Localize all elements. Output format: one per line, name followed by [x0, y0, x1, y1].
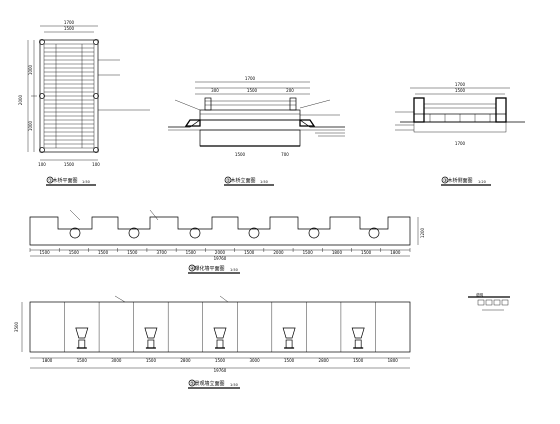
- wall-elev-dim-label: 3000: [249, 358, 260, 363]
- plan-caption: ①木桥平面图: [48, 177, 77, 184]
- elev-caption: ②木桥立面图: [226, 177, 255, 184]
- wall-elev-dim-label: 1500: [284, 358, 295, 363]
- bridge-plan-view: 1700 1500 2000 1000 1000 100 1500 100 ①木…: [18, 20, 150, 186]
- wall-plan-dim-label: 1500: [98, 250, 109, 255]
- elev-caption-scale: 1:50: [260, 180, 268, 184]
- elev-dim-bottom-1: 1500: [235, 152, 246, 157]
- urn-pedestal: [354, 339, 362, 349]
- wall-plan-dim-label: 1500: [244, 250, 255, 255]
- wall-elevation-dimensions: 1800 1500 3000 1500 2800 1500 3000 1500 2800 1500…: [42, 358, 398, 363]
- wall-plan-caption: ④曝化墙平面图: [190, 265, 224, 272]
- bridge-elevation-view: 1700 300 1500 200 1500 700 ②木桥立面图: [168, 76, 345, 186]
- legend-label: 说明: [476, 292, 484, 297]
- wall-elev-dim-label: 1800: [388, 358, 399, 363]
- wall-elev-height: 3500: [14, 321, 19, 332]
- wall-elev-total: 19760: [214, 368, 227, 373]
- bridge-side-view: 1700 1500 1700 ③木桥侧面图 1:20: [395, 82, 525, 186]
- urn-pedestal: [147, 339, 155, 349]
- wall-plan-side-dim: 1200: [420, 227, 425, 238]
- urn-pedestal: [78, 339, 86, 349]
- wall-plan-dim-label: 1500: [40, 250, 51, 255]
- elev-dim-top-2: 300: [211, 88, 219, 93]
- wall-elevation-view: 1800 1500 3000 1500 2800 1500 3000 1500 2800 1500…: [14, 295, 411, 389]
- urn-pedestal: [285, 339, 293, 349]
- planter-circle: [69, 227, 81, 239]
- wall-plan-dim-label: 1500: [127, 250, 138, 255]
- elev-dim-bottom-2: 700: [281, 152, 289, 157]
- side-caption-scale: 1:20: [478, 180, 486, 184]
- planter-circle: [308, 227, 320, 239]
- elev-dim-top-4: 200: [286, 88, 294, 93]
- wall-elev-dim-label: 1500: [353, 358, 364, 363]
- wall-plan-dimensions: 1500 1500 1500 1500 3700 1500 2000 1500 2000 1500…: [40, 250, 401, 255]
- plan-dim-bottom-3: 100: [92, 162, 100, 167]
- wall-plan-total: 19760: [214, 256, 227, 261]
- wall-plan-view: 1500 1500 1500 1500 3700 1500 2000 1500 2000 1500…: [29, 209, 425, 274]
- wall-plan-dim-label: 1500: [186, 250, 197, 255]
- elev-dim-top-3: 1500: [247, 88, 258, 93]
- wall-elev-caption-scale: 1:50: [230, 383, 238, 387]
- wall-plan-dim-label: 2000: [215, 250, 226, 255]
- wall-elev-dim-label: 3000: [111, 358, 122, 363]
- plan-dim-bottom-2: 1500: [64, 162, 75, 167]
- wall-elev-dim-label: 2800: [180, 358, 191, 363]
- wall-elev-dim-label: 1800: [42, 358, 53, 363]
- wall-elev-dim-label: 1500: [146, 358, 157, 363]
- plan-dim-left-2: 1000: [28, 120, 33, 131]
- wall-plan-dim-label: 1500: [303, 250, 314, 255]
- plan-dim-top-outer: 1700: [64, 20, 75, 25]
- wall-elev-dim-label: 2800: [319, 358, 330, 363]
- plan-dim-left-total: 2000: [18, 94, 23, 105]
- urn-bowl: [282, 327, 296, 339]
- planter-circle: [248, 227, 260, 239]
- wall-plan-caption-scale: 1:50: [230, 268, 238, 272]
- urn-bowl: [75, 327, 89, 339]
- side-dim-top-inner: 1500: [455, 88, 466, 93]
- wall-plan-dim-label: 1800: [332, 250, 343, 255]
- planter-circle: [128, 227, 140, 239]
- wall-plan-dim-label: 3700: [156, 250, 167, 255]
- wall-elev-dim-label: 1500: [77, 358, 88, 363]
- wall-plan-dim-label: 2000: [273, 250, 284, 255]
- wall-plan-dim-label: 1500: [69, 250, 80, 255]
- urn-bowl: [351, 327, 365, 339]
- planter-circle: [189, 227, 201, 239]
- plan-caption-scale: 1:50: [82, 180, 90, 184]
- wall-plan-dim-label: 1500: [361, 250, 372, 255]
- side-dim-top-outer: 1700: [455, 82, 466, 87]
- plan-dim-left-1: 1000: [28, 64, 33, 75]
- wall-plan-dim-label: 1800: [390, 250, 401, 255]
- plan-dim-bottom-1: 100: [38, 162, 46, 167]
- planter-circle: [368, 227, 380, 239]
- elev-dim-top-1: 1700: [245, 76, 256, 81]
- urn-bowl: [144, 327, 158, 339]
- urn-pedestal: [216, 339, 224, 349]
- legend-block: 说明: [468, 292, 510, 311]
- wall-elev-dim-label: 1500: [215, 358, 226, 363]
- wall-elev-caption: ⑤景观墙立面图: [190, 380, 224, 387]
- urn-bowl: [213, 327, 227, 339]
- plan-dim-top-inner: 1500: [64, 26, 75, 31]
- side-dim-bottom: 1700: [455, 141, 466, 146]
- side-caption: ③木桥侧面图: [443, 177, 472, 184]
